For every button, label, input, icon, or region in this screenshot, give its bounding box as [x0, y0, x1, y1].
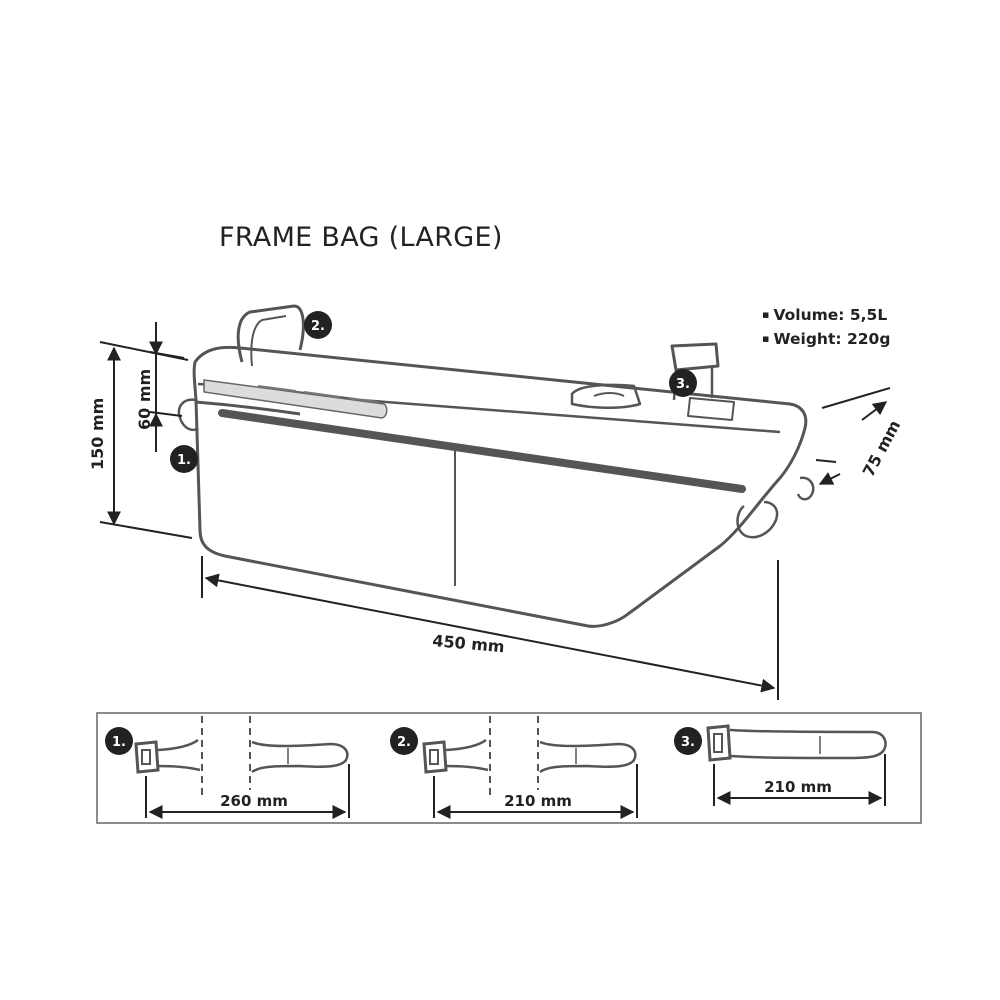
spec-volume: Volume: 5,5L	[762, 303, 890, 327]
bag-outline	[192, 345, 808, 628]
top-height-label: 60 mm	[135, 369, 154, 430]
strap-2-length: 210 mm	[504, 792, 572, 810]
marker-3: 3.	[669, 369, 697, 397]
frame-bag-illustration	[177, 304, 815, 628]
svg-text:2.: 2.	[311, 319, 325, 334]
marker-2: 2.	[304, 311, 332, 339]
svg-text:3.: 3.	[676, 377, 690, 392]
strap-3-buckle	[670, 342, 720, 372]
strap-2-loop	[236, 304, 305, 363]
svg-text:1.: 1.	[177, 453, 191, 468]
strap-3-length: 210 mm	[764, 778, 832, 796]
strap-detail-2	[390, 716, 638, 819]
specs-list: Volume: 5,5L Weight: 220g	[762, 303, 890, 351]
brand-logo	[203, 379, 388, 419]
spec-weight: Weight: 220g	[762, 327, 890, 351]
length-dimension-line	[204, 573, 776, 693]
strap-detail-1	[105, 716, 350, 819]
strap-1-length: 260 mm	[220, 792, 288, 810]
depth-label: 75 mm	[859, 417, 905, 480]
diagram-title: FRAME BAG (LARGE)	[219, 222, 503, 253]
strap-2-marker: 2.	[397, 735, 411, 750]
strap-3-marker: 3.	[681, 735, 695, 750]
strap-1-loop	[177, 398, 199, 432]
strap-detail-3	[674, 724, 887, 806]
height-label: 150 mm	[88, 398, 107, 470]
zipper	[218, 409, 746, 493]
marker-1: 1.	[170, 445, 198, 473]
strap-1-marker: 1.	[112, 735, 126, 750]
